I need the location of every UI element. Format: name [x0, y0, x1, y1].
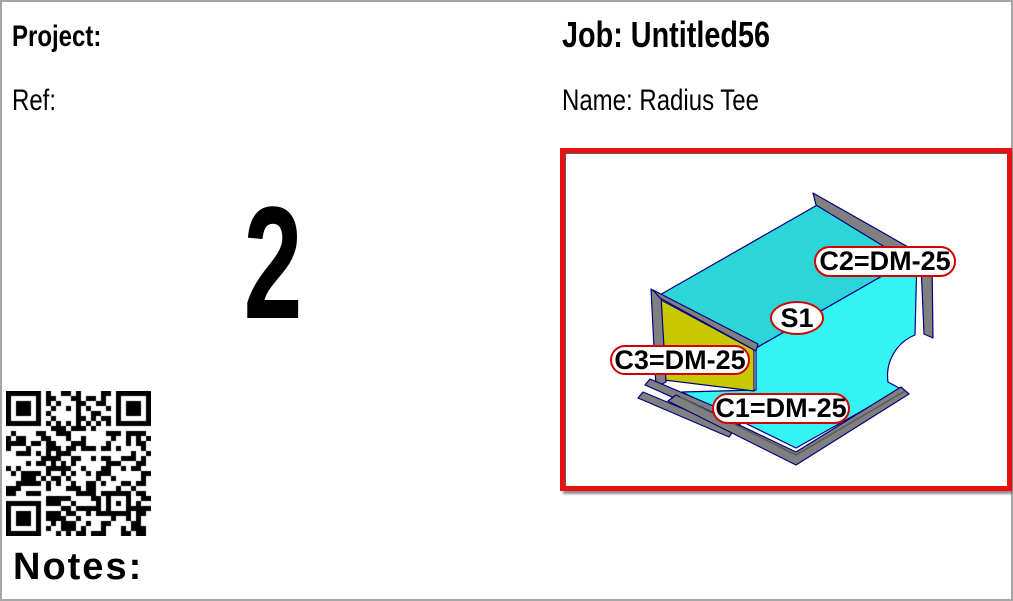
callout-s1-text: S1: [780, 302, 814, 333]
callout-c3-text: C3=DM-25: [614, 344, 746, 375]
job-label: Job: Untitled56: [562, 17, 822, 53]
callout-s1: S1: [770, 301, 824, 335]
ref-label: Ref:: [12, 86, 67, 116]
callout-c2: C2=DM-25: [814, 246, 956, 277]
project-label: Project:: [12, 22, 124, 52]
callout-c3: C3=DM-25: [610, 345, 750, 375]
callout-c1: C1=DM-25: [712, 393, 850, 424]
project-label-text: Project:: [12, 20, 102, 53]
qr-code: [6, 391, 151, 536]
ref-label-text: Ref:: [12, 84, 57, 117]
piece-number: 2: [243, 173, 303, 352]
flange-c1-v: [667, 386, 910, 466]
drawing-frame[interactable]: C2=DM-25 S1 C3=DM-25 C1=DM-25: [560, 148, 1012, 491]
name-label-text: Name: Radius Tee: [562, 84, 759, 117]
job-label-text: Job: Untitled56: [562, 14, 771, 55]
name-label: Name: Radius Tee: [562, 86, 808, 116]
callout-c2-text: C2=DM-25: [819, 246, 951, 276]
callout-c1-text: C1=DM-25: [715, 393, 847, 423]
notes-label: Notes:: [13, 546, 144, 588]
flange-c3-top: [652, 289, 759, 352]
